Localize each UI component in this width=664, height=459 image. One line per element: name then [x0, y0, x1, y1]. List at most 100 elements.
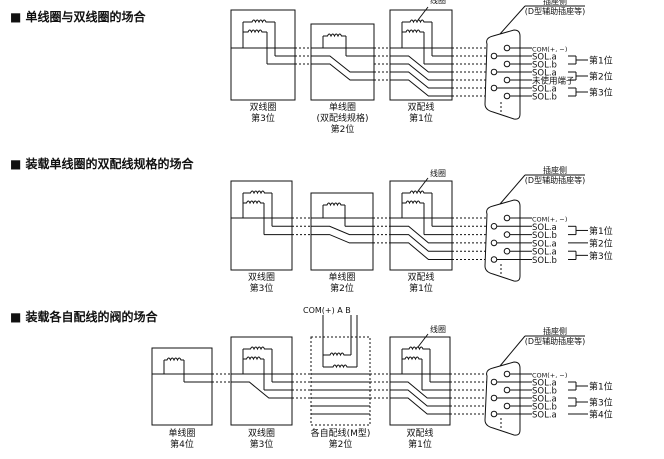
- pin-label: SOL.a: [532, 239, 557, 249]
- pin-icon: [503, 370, 511, 378]
- pass-wire: [390, 234, 452, 252]
- pin-label: COM(+, −): [532, 46, 567, 54]
- coil-icon: [243, 346, 272, 351]
- group-label: 第3位: [589, 87, 613, 99]
- connector-label: 插座侧: [543, 165, 567, 175]
- pin-icon: [503, 214, 511, 222]
- pin-label: COM(+, −): [532, 216, 567, 224]
- coil-label: 线圈: [430, 168, 446, 178]
- pass-wire: [390, 242, 452, 260]
- pass-wire: [390, 55, 452, 73]
- pass-wire: [390, 381, 450, 399]
- pin-label: SOL.a: [532, 85, 557, 95]
- pin-label: SOL.b: [532, 231, 557, 241]
- pin-icon: [490, 68, 498, 76]
- coil-icon: [402, 29, 424, 34]
- connector-sublabel: (D型辅助插座等): [525, 6, 585, 16]
- coil-icon: [323, 202, 345, 207]
- pin-icon: [490, 256, 498, 263]
- coil-icon: [402, 356, 422, 361]
- pin-label: SOL.a: [532, 69, 557, 79]
- valve-body: [151, 347, 213, 426]
- pin-label: SOL.b: [532, 387, 557, 397]
- pass-wire: [311, 55, 374, 73]
- valve-body: [230, 180, 293, 271]
- valve-label: 第2位: [331, 123, 355, 135]
- valve-label: 第3位: [250, 282, 274, 294]
- pin-icon: [503, 231, 511, 238]
- valve-body: [310, 23, 375, 101]
- pass-wire: [231, 381, 292, 399]
- group-label: 第4位: [589, 409, 613, 421]
- group-label: 第1位: [589, 225, 613, 237]
- pass-wire: [311, 225, 373, 236]
- connector-leader: [499, 174, 526, 205]
- connector-shell: [484, 199, 521, 282]
- d-sub-connector: COM(+, −)SOL.aSOL.bSOL.aSOL.aSOL.b第1位第2位…: [484, 165, 613, 282]
- valve-label: 双配线: [407, 271, 434, 283]
- group-label: 第1位: [589, 381, 613, 393]
- valve-body: [389, 336, 451, 426]
- coil-icon: [243, 200, 264, 205]
- pin-label: SOL.a: [532, 411, 557, 421]
- coil-icon: [402, 19, 432, 24]
- pass-wire: [390, 63, 452, 81]
- section-title-2: ■ 装载单线圈的双配线规格的场合: [10, 157, 194, 171]
- coil-leader: [417, 177, 429, 192]
- pin-icon: [490, 84, 498, 92]
- pin-icon: [503, 60, 511, 68]
- pin-label: SOL.b: [532, 403, 557, 413]
- pin-label: COM(+, −): [532, 372, 567, 380]
- section-title-1: ■ 单线圈与双线圈的场合: [10, 10, 146, 24]
- pin-icon: [490, 52, 498, 60]
- connector-label: 插座侧: [543, 326, 567, 336]
- coil-icon: [243, 356, 264, 361]
- group-label: 第3位: [589, 397, 613, 409]
- pin-label: SOL.a: [532, 395, 557, 405]
- coil-icon: [243, 190, 272, 195]
- pass-wire: [311, 234, 373, 244]
- coil-leader: [417, 6, 429, 21]
- valve-body: [310, 336, 371, 426]
- valve-body: [389, 180, 453, 271]
- connector-label: 插座侧: [543, 0, 567, 6]
- connector-shell: [484, 29, 521, 120]
- coil-label: 线圈: [430, 324, 446, 334]
- valve-label: 双线圈: [248, 271, 275, 283]
- connector-leader: [499, 5, 526, 35]
- valve-label: 各自配线(M型): [311, 427, 371, 439]
- pin-icon: [490, 223, 498, 230]
- d-sub-connector: COM(+, −)SOL.aSOL.bSOL.aSOL.bSOL.a第1位第3位…: [484, 326, 613, 436]
- connector-leader: [499, 335, 526, 367]
- pin-label: SOL.b: [532, 93, 557, 103]
- coil-icon: [243, 29, 267, 34]
- pin-icon: [503, 76, 511, 84]
- coil-icon: [402, 190, 432, 195]
- coil-icon: [243, 19, 275, 24]
- d-sub-connector: COM(+, −)SOL.aSOL.bSOL.a未使用端子SOL.aSOL.b第…: [484, 0, 613, 120]
- pin-label: SOL.b: [532, 61, 557, 71]
- coil-icon: [402, 200, 424, 205]
- valve-body: [389, 9, 453, 101]
- valve-body: [230, 336, 293, 426]
- pass-wire: [390, 389, 450, 407]
- valve-label: (双配线规格): [316, 112, 368, 124]
- valve-label: 第1位: [409, 112, 433, 124]
- coil-icon: [323, 33, 346, 38]
- valve-label: 双线圈: [248, 427, 275, 439]
- section-title-3: ■ 装载各自配线的阀的场合: [10, 310, 158, 324]
- pass-wire: [390, 79, 452, 97]
- coil-icon: [402, 346, 430, 351]
- valve-label: 单线圈: [329, 101, 356, 113]
- valve-label: 第4位: [170, 438, 194, 450]
- valve-label: 第3位: [250, 438, 274, 450]
- valve-label: 单线圈: [328, 271, 355, 283]
